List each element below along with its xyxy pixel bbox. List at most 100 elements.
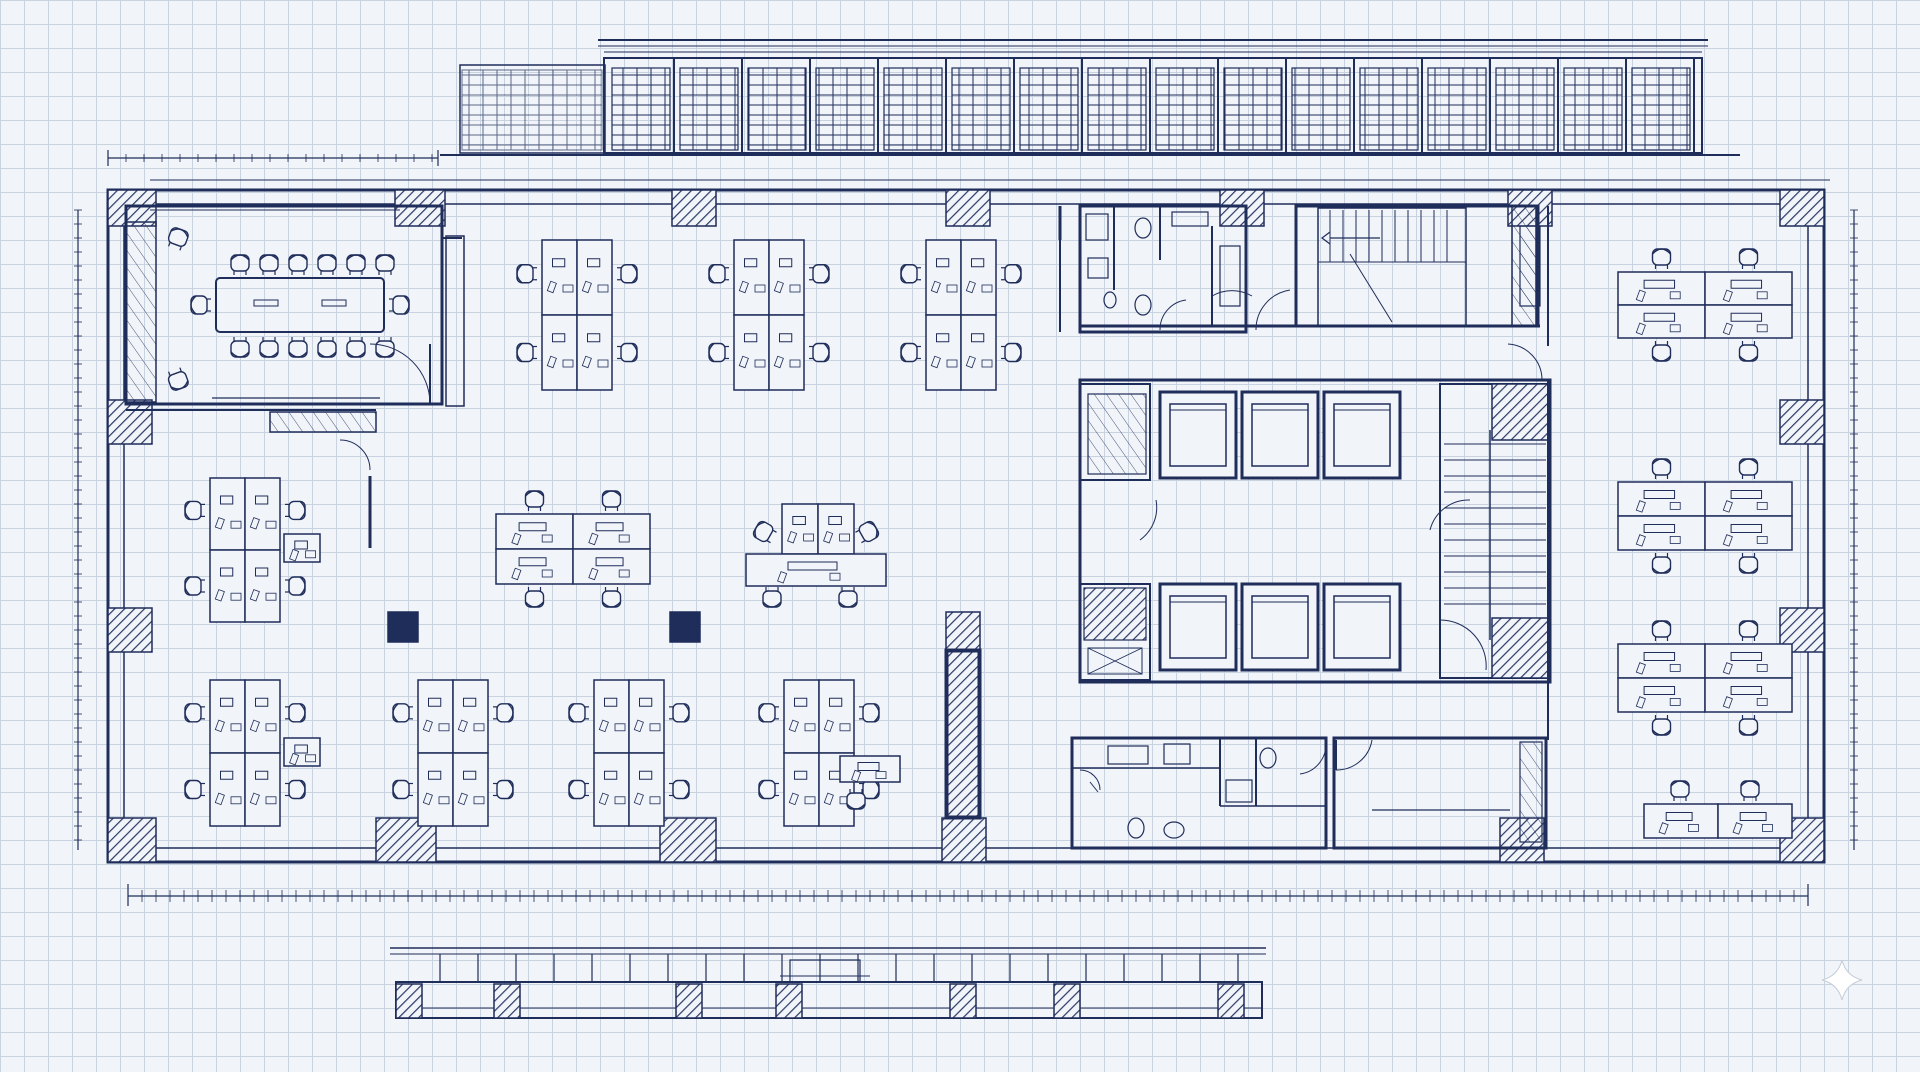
facade-window-bay [1155,58,1219,153]
desk [1643,803,1719,839]
office-chair [568,779,589,800]
office-chair [167,227,189,251]
office-chair [288,337,308,358]
workstation-pod [568,679,690,827]
desk [1704,481,1793,517]
elevator-shaft [1158,390,1238,480]
desk [209,679,246,754]
office-chair [809,342,830,363]
office-chair [900,264,921,284]
desk [839,755,901,783]
office-chair [669,779,690,800]
facade-window-bay [1359,58,1423,153]
desk [593,679,630,754]
desk [209,477,246,551]
office-chair [259,254,279,275]
workstation-pod [184,477,306,623]
elevator-core [1078,378,1552,684]
office-chair [1740,780,1760,801]
desk [572,548,651,585]
office-chair [184,500,205,521]
facade-window-bay [1291,58,1355,153]
desk [452,679,489,754]
desk [576,239,613,316]
restrooms-north [1078,204,1540,334]
desk [244,679,281,754]
workstation-pod [758,679,880,827]
floor-plan [106,179,1863,1001]
office-chair [493,703,514,723]
facade-window-bay [1631,58,1695,153]
office-chair [1651,553,1672,574]
office-chair [1738,341,1759,362]
restrooms-south [1070,736,1328,850]
section-column [949,983,977,1019]
office-chair [493,779,514,800]
desk [452,752,489,827]
facade-window-bay [679,58,743,153]
desk [541,239,578,316]
office-chair [1738,458,1759,479]
office-chair [392,779,413,800]
desk [244,752,281,827]
office-chair [846,789,866,810]
office-chair [1651,341,1672,362]
facade-window-bay [747,58,811,153]
desk [925,314,962,391]
office-chair [317,337,337,358]
desk [495,513,574,550]
desk [576,314,613,391]
office-chair [285,779,306,800]
office-chair [389,295,410,315]
office-chair [601,587,622,608]
facade-windows [611,58,1695,153]
desk [209,752,246,827]
office-chair [838,587,858,608]
elevator-shaft [1158,582,1238,672]
office-chair [516,264,537,284]
office-chair [762,587,782,608]
office-chair [516,342,537,363]
office-chair [1651,248,1672,269]
desk [1704,304,1793,339]
facade-window-bay [611,58,675,153]
facade-window-bay [1495,58,1559,153]
desk [283,533,321,563]
office-chair [230,254,250,275]
office-chair [1001,264,1022,284]
desk [417,679,454,754]
office-chair [617,342,638,363]
section-entry [789,959,861,983]
workstation-pod [516,239,638,391]
desk [1717,803,1793,839]
conference-room [124,204,465,548]
office-chair [809,264,830,284]
stairwell-north [1294,204,1543,381]
desk [960,239,997,316]
workstation-pod [1617,458,1793,574]
desk [781,503,819,555]
desk [1617,677,1706,713]
desk [1617,304,1706,339]
office-chair [167,367,189,391]
office-chair [568,703,589,723]
office-chair [855,520,880,544]
office-chair [1651,620,1672,641]
desk [417,752,454,827]
desk [1617,481,1706,517]
desk [244,549,281,623]
desk [495,548,574,585]
elevator-shaft [1322,582,1402,672]
office-chair [859,703,880,723]
elevator-shaft [1322,390,1402,480]
facade-window-bay [951,58,1015,153]
office-chair [708,264,729,284]
office-chair [1670,780,1690,801]
office-chair [900,342,921,363]
office-chair [524,587,545,608]
office-chair [758,703,779,723]
desk [960,314,997,391]
office-chair [346,254,366,275]
desk [733,239,770,316]
